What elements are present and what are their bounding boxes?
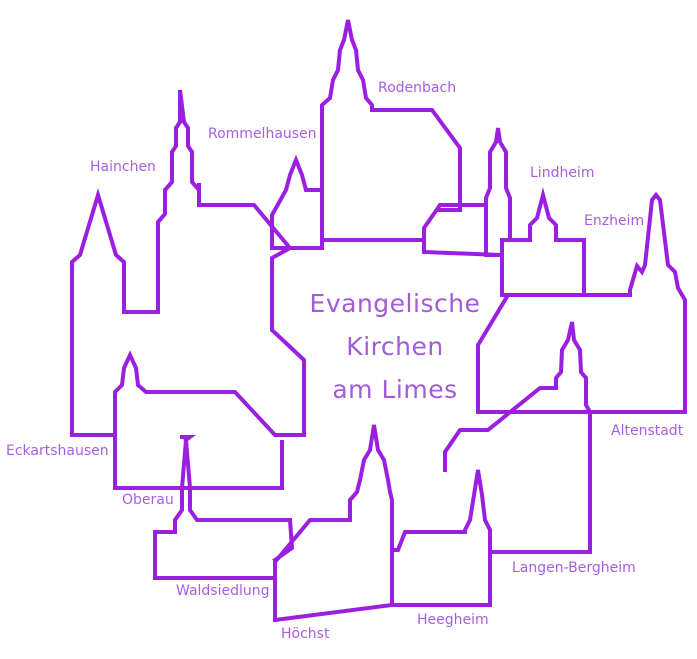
church-waldsiedlung xyxy=(153,439,295,580)
church-heegheim xyxy=(390,469,492,607)
label-hainchen: Hainchen xyxy=(90,159,156,175)
church-enzheim xyxy=(500,187,586,297)
label-oberau: Oberau xyxy=(122,492,174,508)
title-line-2: Kirchen xyxy=(346,332,444,361)
church-lindheim xyxy=(484,127,512,257)
church-eckartshausen xyxy=(70,188,160,437)
church-oberau xyxy=(113,350,306,490)
church-waldsiedlung-base xyxy=(153,435,277,580)
church-altenstadt xyxy=(476,191,687,414)
label-langen-bergheim: Langen-Bergheim xyxy=(512,560,636,576)
label-rodenbach: Rodenbach xyxy=(378,80,457,96)
label-hoechst: Höchst xyxy=(281,626,330,642)
church-langen-bergheim xyxy=(443,321,592,554)
church-lindheim-nave xyxy=(422,203,505,258)
label-enzheim: Enzheim xyxy=(584,213,645,229)
map-title: Evangelische Kirchen am Limes xyxy=(290,282,500,411)
church-hainchen xyxy=(156,89,306,437)
church-rodenbach-base xyxy=(320,184,426,242)
label-heegheim: Heegheim xyxy=(417,612,489,628)
church-rodenbach xyxy=(320,19,462,212)
label-altenstadt: Altenstadt xyxy=(611,423,684,439)
title-line-1: Evangelische xyxy=(309,289,481,318)
label-rommelhausen: Rommelhausen xyxy=(208,126,317,142)
church-hoechst xyxy=(272,424,394,623)
label-eckartshausen: Eckartshausen xyxy=(6,443,109,459)
label-lindheim: Lindheim xyxy=(530,165,595,181)
label-waldsiedlung: Waldsiedlung xyxy=(176,583,270,599)
title-line-3: am Limes xyxy=(332,375,458,404)
church-rommelhausen xyxy=(270,154,324,250)
